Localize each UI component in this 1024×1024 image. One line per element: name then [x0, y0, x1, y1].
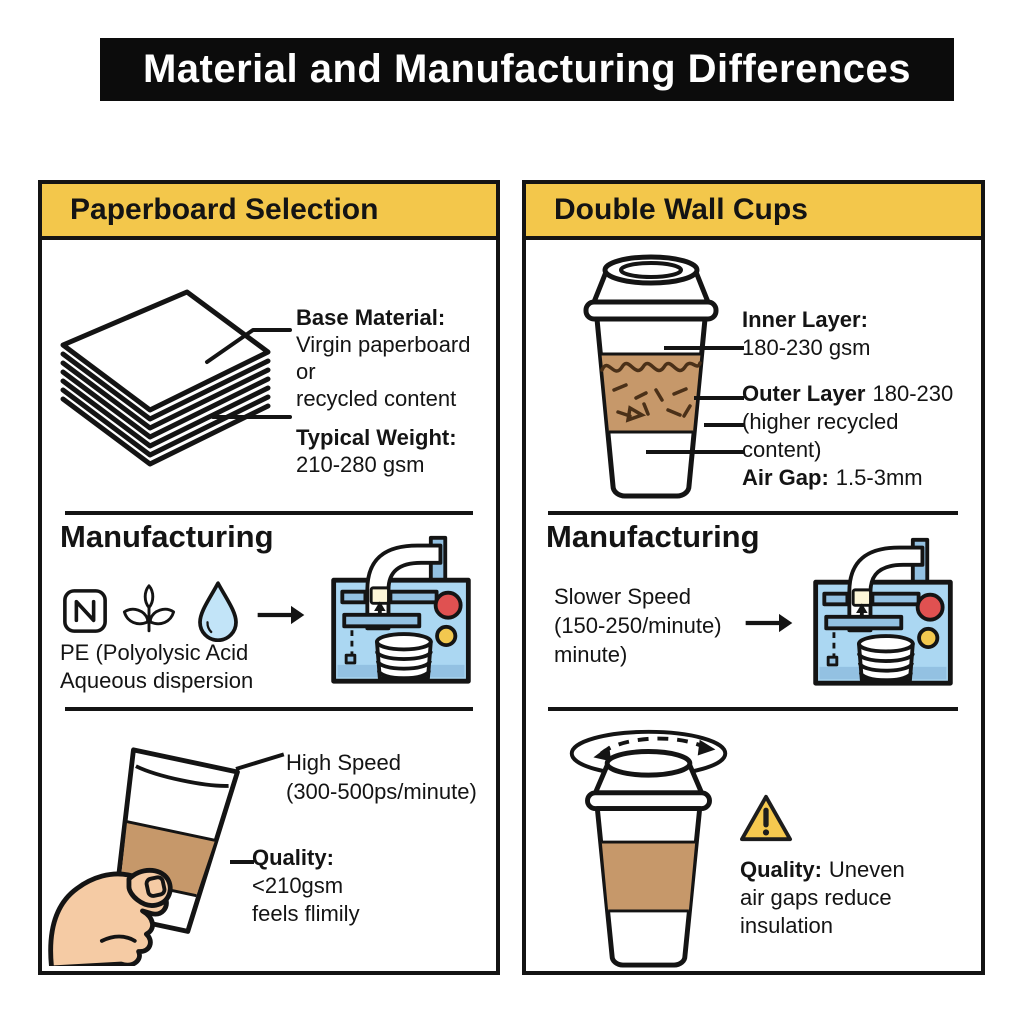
- paperboard-stack-icon: [60, 289, 292, 467]
- warning-triangle-icon: [739, 794, 792, 842]
- outer-layer-note: (higher recycled content): [742, 409, 899, 462]
- typical-weight-label: Typical Weight:: [296, 425, 457, 450]
- cup-forming-machine-icon: [813, 537, 953, 686]
- coating-line2: Aqueous dispersion: [60, 668, 254, 693]
- speed-line2: (300-500ps/minute): [286, 779, 477, 804]
- quality-line3-right: insulation: [740, 913, 833, 938]
- panel-paperboard-header: Paperboard Selection: [42, 184, 496, 240]
- panel-paperboard-selection: Paperboard Selection Base Material: Virg…: [38, 180, 500, 975]
- panel-double-wall-title: Double Wall Cups: [554, 193, 808, 226]
- base-material-line1: Virgin paperboard or: [296, 332, 471, 384]
- air-gap-line: Air Gap:1.5-3mm: [742, 464, 981, 492]
- air-gap-value: 1.5-3mm: [835, 465, 923, 490]
- quality-callout-left: Quality: <210gsm feels flimily: [252, 844, 360, 928]
- water-droplet-icon: [198, 581, 238, 642]
- section-divider: [65, 511, 473, 515]
- speed-line1: High Speed: [286, 750, 401, 775]
- arrow-right-icon: [745, 613, 793, 633]
- inner-layer-label: Inner Layer:: [742, 307, 868, 332]
- manufacturing-heading-right: Manufacturing: [546, 519, 760, 554]
- manufacturing-heading-left: Manufacturing: [60, 519, 274, 554]
- page-title: Material and Manufacturing Differences: [142, 47, 912, 91]
- cup-forming-machine-icon: [331, 535, 471, 684]
- section-divider: [65, 707, 473, 711]
- base-material-line2: recycled content: [296, 386, 457, 411]
- callout-line: [664, 346, 744, 350]
- panel-double-wall-header: Double Wall Cups: [526, 184, 981, 240]
- air-gap-label: Air Gap:: [742, 465, 829, 490]
- paperboard-specs: Base Material: Virgin paperboard or recy…: [296, 304, 496, 478]
- quality-callout-right: Quality:Uneven air gaps reduce insulatio…: [740, 856, 905, 940]
- speed-callout-left: High Speed (300-500ps/minute): [286, 748, 477, 806]
- quality-line2-left: feels flimily: [252, 901, 360, 926]
- speed-line1-right: Slower Speed: [554, 584, 691, 609]
- section-divider: [548, 511, 958, 515]
- section-divider: [548, 707, 958, 711]
- coating-line1: PE (Polyolysic Acid: [60, 640, 249, 665]
- callout-line: [694, 396, 744, 400]
- arrow-right-icon: [257, 605, 305, 625]
- panel-paperboard-title: Paperboard Selection: [70, 193, 379, 226]
- callout-line: [230, 860, 254, 864]
- title-banner: Material and Manufacturing Differences: [100, 38, 954, 101]
- panel-double-wall-cups: Double Wall Cups: [522, 180, 985, 975]
- callout-line: [704, 423, 744, 427]
- quality-label-right: Quality:: [740, 857, 822, 882]
- callout-line: [646, 450, 744, 454]
- speed-line2-right: (150-250/minute): [554, 613, 722, 638]
- outer-layer-value: 180-230: [872, 381, 954, 406]
- quality-line1-left: <210gsm: [252, 873, 344, 898]
- quality-line1-right: Quality:Uneven: [740, 857, 905, 882]
- speed-line3-right: minute): [554, 642, 628, 667]
- base-material-label: Base Material:: [296, 305, 446, 330]
- outer-layer-label: Outer Layer: [742, 381, 866, 406]
- speed-callout-right: Slower Speed (150-250/minute) minute): [554, 582, 722, 669]
- typical-weight-value: 210-280 gsm: [296, 452, 425, 477]
- coating-caption: PE (Polyolysic Acid Aqueous dispersion: [60, 639, 253, 695]
- pla-badge-icon: [63, 589, 107, 633]
- inner-layer-value: 180-230 gsm: [742, 335, 871, 360]
- rotating-cup-icon: [569, 729, 728, 968]
- hand-holding-cup-icon: [48, 747, 240, 966]
- leaf-icon: [122, 584, 176, 633]
- double-wall-cup-icon: [583, 254, 719, 499]
- quality-label-left: Quality:: [252, 845, 334, 870]
- quality-line2-right: air gaps reduce: [740, 885, 892, 910]
